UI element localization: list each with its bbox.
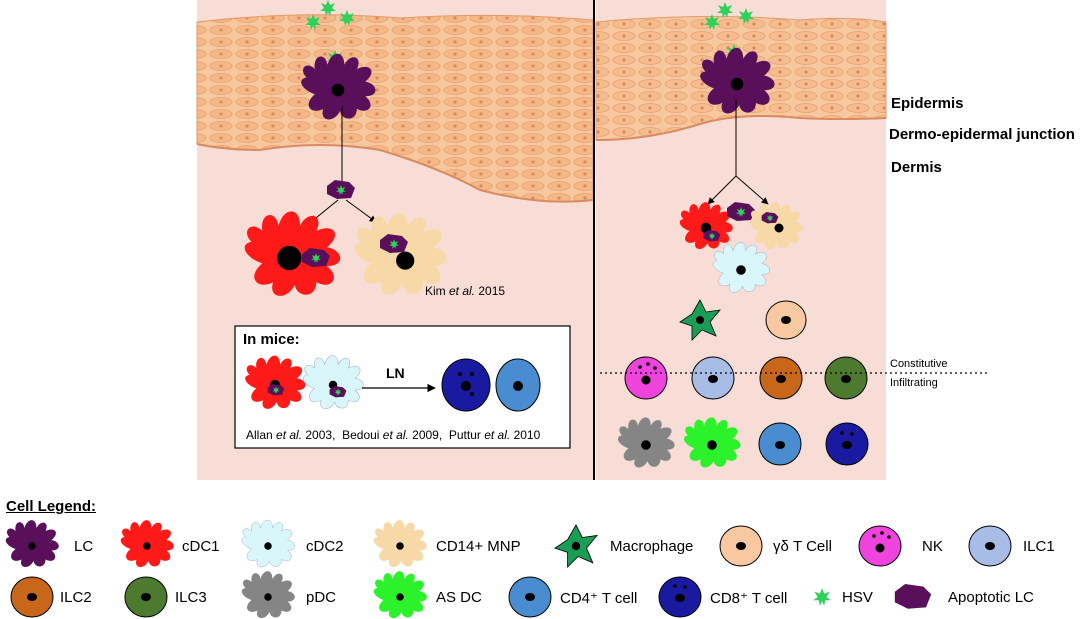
right-macrophage — [679, 299, 721, 341]
ilc1-icon — [968, 525, 1012, 567]
legend-label-lc: LC — [74, 538, 94, 555]
right-ilc1 — [691, 356, 735, 400]
legend-label-as-dc: AS DC — [436, 589, 482, 606]
kim-year: 2015 — [475, 284, 506, 298]
legend-icons — [5, 519, 1012, 619]
legend-label-cd8-t-cell: CD8⁺ T cell — [710, 590, 788, 607]
ilc3-icon — [124, 576, 168, 618]
right-nk — [624, 356, 668, 400]
right-pdc — [617, 417, 675, 468]
right-panel — [595, 0, 887, 480]
pdc-icon — [241, 571, 295, 619]
ln-label: LN — [386, 365, 405, 381]
macrophage-icon — [554, 524, 598, 568]
legend-label-cdc1: cDC1 — [182, 538, 220, 555]
kim-author: Kim — [425, 284, 449, 298]
legend-label-gd-t-cell: γδ T Cell — [773, 538, 832, 555]
lc-icon — [5, 520, 59, 568]
legend-label-macrophage: Macrophage — [610, 538, 694, 555]
right-ilc3 — [824, 356, 868, 400]
legend-label-ilc2: ILC2 — [60, 589, 92, 606]
gd-t-cell-icon — [719, 525, 763, 567]
right-cd14-mnp — [749, 202, 803, 250]
left-cdc1 — [244, 211, 341, 296]
legend-label-apoptotic-lc: Apoptotic LC — [948, 589, 1034, 606]
cdc1-icon — [120, 520, 174, 568]
legend-label-ilc1: ILC1 — [1023, 538, 1055, 555]
kim-etal: et al. — [449, 284, 476, 298]
cd4-t-cell-icon — [508, 576, 552, 618]
left-lc — [301, 53, 376, 120]
mice-box-title: In mice: — [243, 331, 300, 348]
dermis-label: Dermis — [891, 159, 942, 176]
junction-label: Dermo-epidermal junction — [889, 126, 1075, 143]
legend-label-pdc: pDC — [306, 589, 337, 606]
infiltrating-label: Infiltrating — [890, 377, 938, 389]
left-cd14-mnp — [354, 213, 447, 295]
legend-label-nk: NK — [922, 538, 943, 555]
kim-reference: Kim et al. 2015 — [425, 284, 505, 298]
right-cd4 — [758, 422, 802, 466]
constitutive-label: Constitutive — [890, 358, 948, 370]
right-ilc2 — [759, 356, 803, 400]
as-dc-icon — [373, 571, 427, 619]
apoptotic-lc-icon — [894, 584, 932, 609]
right-as-dc — [683, 417, 741, 468]
mice-references: Allan et al. 2003, Bedoui et al. 2009, P… — [246, 428, 541, 442]
right-cdc2 — [712, 241, 771, 293]
hsv-icon — [813, 588, 831, 606]
right-gd-t-cell — [765, 300, 807, 340]
legend-label-cd4-t-cell: CD4⁺ T cell — [560, 590, 638, 607]
epidermis-label: Epidermis — [891, 95, 964, 112]
right-cd8 — [825, 422, 869, 466]
legend-label-cd14-mnp: CD14+ MNP — [436, 538, 521, 555]
right-lc — [700, 47, 775, 114]
legend-label-ilc3: ILC3 — [175, 589, 207, 606]
nk-icon — [858, 525, 902, 567]
ilc2-icon — [10, 576, 54, 618]
legend-title: Cell Legend: — [6, 498, 97, 515]
cdc2-icon — [241, 519, 296, 568]
cd14-mnp-icon — [373, 520, 427, 568]
cd8-t-cell-icon — [658, 576, 702, 618]
mice-cd8 — [441, 358, 491, 412]
mice-cd4 — [495, 358, 541, 412]
legend-label-cdc2: cDC2 — [306, 538, 344, 555]
legend-label-hsv: HSV — [842, 589, 873, 606]
